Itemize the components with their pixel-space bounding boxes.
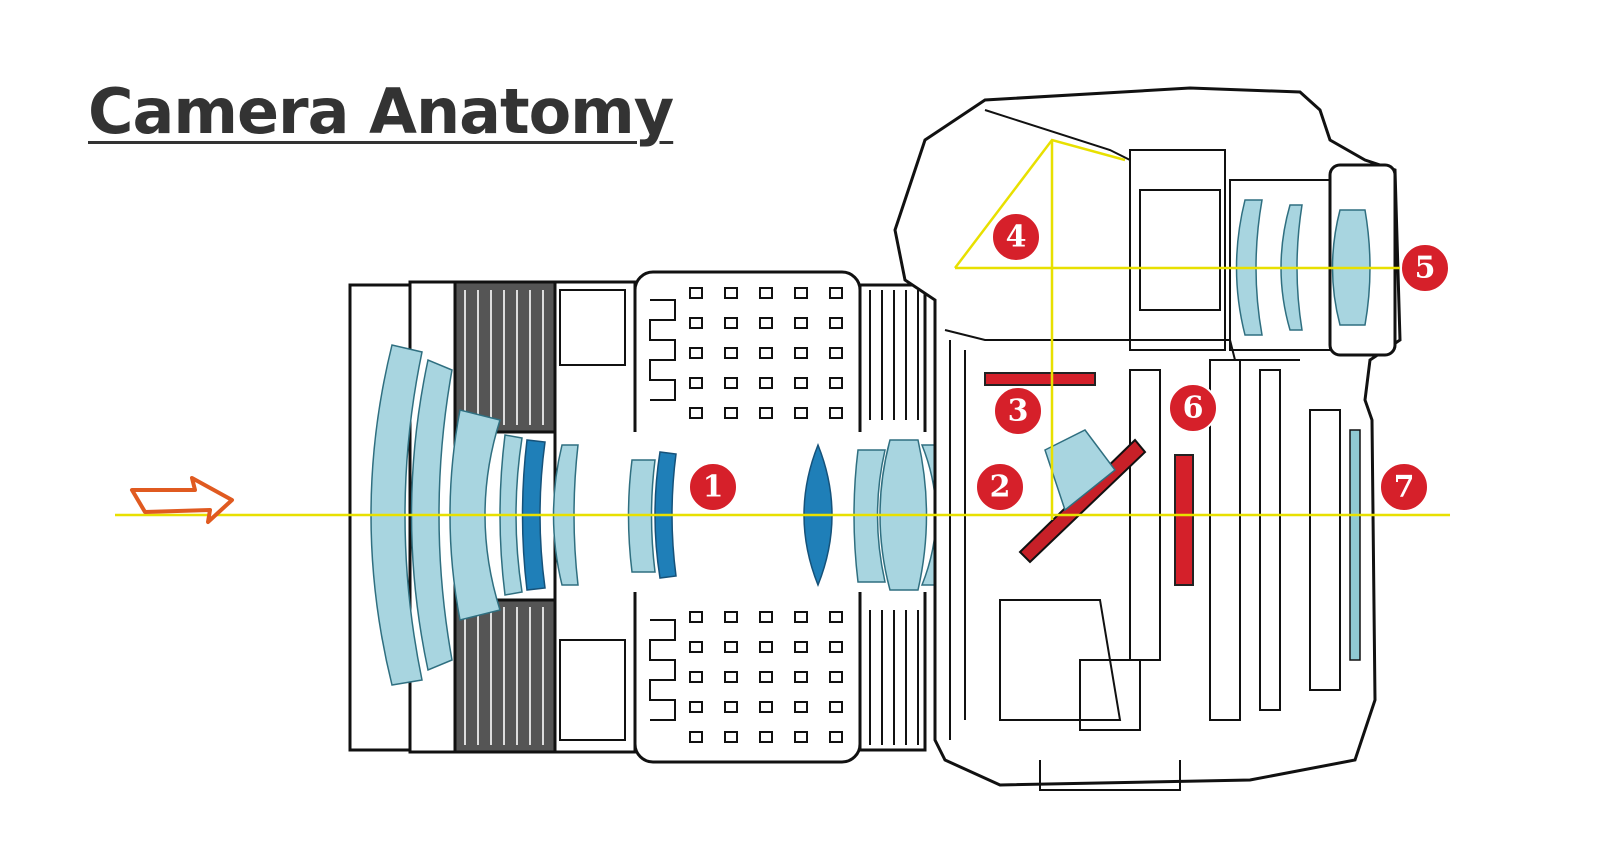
marker-1: 1 (688, 462, 738, 512)
focusing-screen (984, 372, 1096, 386)
image-sensor (1174, 454, 1194, 586)
lcd-screen (1349, 429, 1361, 661)
marker-2: 2 (975, 462, 1025, 512)
marker-5-label: 5 (1415, 251, 1436, 286)
marker-1-label: 1 (703, 470, 724, 505)
camera-body (893, 86, 1402, 791)
marker-4: 4 (991, 212, 1041, 262)
zoom-ring-pattern (649, 287, 843, 743)
marker-6-label: 6 (1183, 391, 1204, 426)
marker-3: 3 (993, 386, 1043, 436)
marker-7: 7 (1379, 462, 1429, 512)
marker-6: 6 (1168, 383, 1218, 433)
marker-2-label: 2 (990, 470, 1011, 505)
marker-3-label: 3 (1008, 394, 1029, 429)
light-path (115, 138, 1450, 520)
pentaprism-ray (954, 138, 1126, 269)
marker-7-label: 7 (1394, 470, 1415, 505)
page-title: Camera Anatomy (88, 75, 674, 148)
marker-4-label: 4 (1006, 220, 1027, 255)
marker-5: 5 (1400, 243, 1450, 293)
arrow-right-icon (130, 476, 234, 524)
